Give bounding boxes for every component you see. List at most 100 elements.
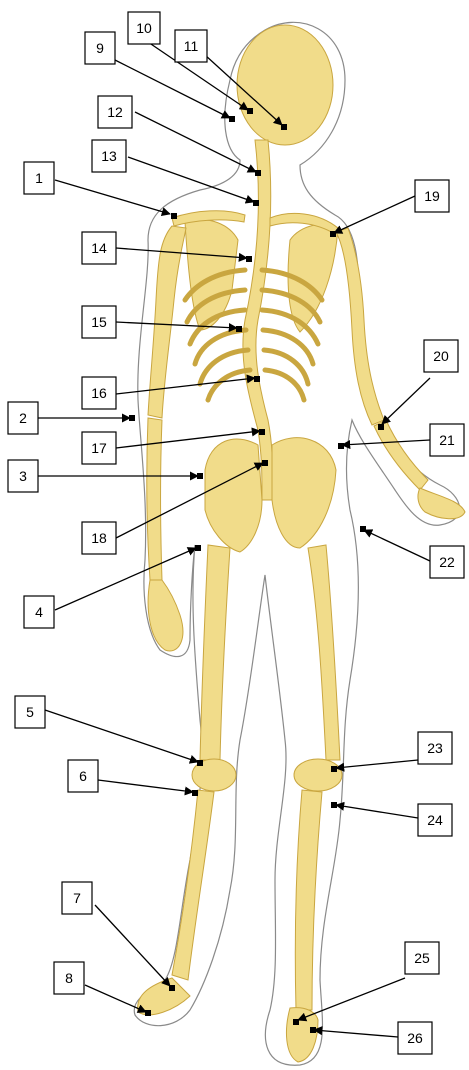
label-5-text: 5 <box>26 704 34 720</box>
left-femur-bone <box>200 545 230 760</box>
label-11-text: 11 <box>184 38 199 54</box>
label-6: 6 <box>68 760 98 792</box>
marker-26 <box>310 1027 316 1033</box>
marker-9 <box>229 116 235 122</box>
label-15: 15 <box>82 306 116 338</box>
label-11: 11 <box>175 30 207 62</box>
marker-25 <box>293 1019 299 1025</box>
label-24-text: 24 <box>427 812 443 828</box>
label-12-text: 12 <box>107 104 123 120</box>
label-23-text: 23 <box>427 740 443 756</box>
marker-11 <box>281 124 287 130</box>
marker-1 <box>171 213 177 219</box>
leader-line-5 <box>45 710 198 762</box>
leader-line-26 <box>314 1030 398 1037</box>
left-tibia-bone <box>172 790 214 980</box>
leader-line-23 <box>336 760 418 768</box>
label-26: 26 <box>398 1022 432 1054</box>
marker-16 <box>254 376 260 382</box>
marker-24 <box>331 802 337 808</box>
marker-3 <box>197 473 203 479</box>
marker-10 <box>247 108 253 114</box>
label-17-text: 17 <box>91 440 107 456</box>
leader-line-20 <box>382 378 430 424</box>
label-18: 18 <box>82 522 116 554</box>
marker-7 <box>169 985 175 991</box>
leader-line-12 <box>135 112 256 172</box>
label-19-text: 19 <box>424 188 440 204</box>
leader-line-25 <box>298 978 405 1020</box>
marker-12 <box>255 170 261 176</box>
label-8: 8 <box>54 962 84 994</box>
marker-21 <box>338 443 344 449</box>
leader-line-22 <box>364 530 430 561</box>
marker-22 <box>360 526 366 532</box>
marker-17 <box>259 429 265 435</box>
leader-line-19 <box>334 196 415 233</box>
label-25: 25 <box>405 942 439 974</box>
label-10: 10 <box>128 12 160 44</box>
leader-line-1 <box>55 180 170 214</box>
label-4: 4 <box>24 596 54 628</box>
label-20: 20 <box>424 340 458 372</box>
label-3-text: 3 <box>19 468 27 484</box>
marker-5 <box>197 760 203 766</box>
leader-line-6 <box>98 780 193 792</box>
leader-line-8 <box>85 985 146 1012</box>
label-12: 12 <box>98 96 132 128</box>
label-2-text: 2 <box>19 410 27 426</box>
marker-20 <box>378 424 384 430</box>
marker-19 <box>330 231 336 237</box>
label-1-text: 1 <box>35 170 43 186</box>
label-13: 13 <box>92 140 126 172</box>
marker-13 <box>253 200 259 206</box>
marker-8 <box>145 1010 151 1016</box>
label-15-text: 15 <box>91 314 107 330</box>
right-tibia-bone <box>295 790 322 1010</box>
label-21: 21 <box>430 424 464 456</box>
label-23: 23 <box>418 732 452 764</box>
label-22: 22 <box>430 546 464 578</box>
pelvis-bone <box>205 439 262 552</box>
label-6-text: 6 <box>79 768 87 784</box>
left-hand-bone <box>148 580 183 651</box>
marker-15 <box>236 326 242 332</box>
label-9-text: 9 <box>96 40 104 56</box>
label-5: 5 <box>15 696 45 728</box>
leader-line-7 <box>95 905 170 986</box>
label-16-text: 16 <box>91 385 107 401</box>
label-16: 16 <box>82 377 116 409</box>
right-foot-bone <box>286 1008 318 1062</box>
marker-14 <box>246 256 252 262</box>
label-17: 17 <box>82 432 116 464</box>
marker-18 <box>262 460 268 466</box>
label-4-text: 4 <box>35 604 43 620</box>
right-humerus-bone <box>336 228 384 425</box>
label-25-text: 25 <box>414 950 430 966</box>
leader-line-15 <box>116 322 237 328</box>
label-21-text: 21 <box>439 432 455 448</box>
label-2: 2 <box>8 402 38 434</box>
left-foot-bone <box>138 978 190 1015</box>
leader-line-16 <box>116 378 255 394</box>
right-femur-bone <box>308 545 340 760</box>
label-10-text: 10 <box>136 20 152 36</box>
label-14: 14 <box>82 232 116 264</box>
label-9: 9 <box>85 32 115 64</box>
right-hand-bone <box>418 488 465 519</box>
label-8-text: 8 <box>65 970 73 986</box>
leader-line-13 <box>128 157 254 202</box>
label-7: 7 <box>62 882 92 914</box>
label-13-text: 13 <box>101 148 117 164</box>
marker-23 <box>331 766 337 772</box>
label-14-text: 14 <box>91 240 107 256</box>
label-19: 19 <box>415 180 449 212</box>
label-3: 3 <box>8 460 38 492</box>
label-18-text: 18 <box>91 530 107 546</box>
label-26-text: 26 <box>407 1030 423 1046</box>
leader-line-24 <box>336 805 418 818</box>
marker-4 <box>195 545 201 551</box>
right-knee-bone <box>294 759 342 791</box>
label-7-text: 7 <box>73 890 81 906</box>
